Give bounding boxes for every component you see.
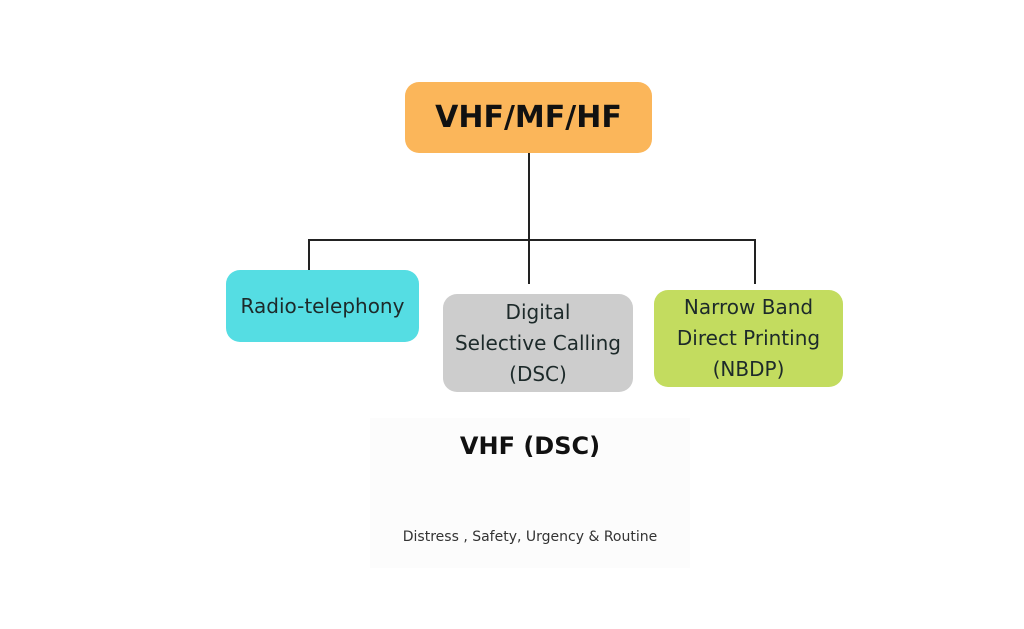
info-panel: VHF (DSC) Distress , Safety, Urgency & R… — [370, 418, 690, 568]
connector-nbdp — [754, 240, 756, 284]
root-node: VHF/MF/HF — [405, 82, 652, 153]
connector-dsc — [528, 240, 530, 284]
root-label: VHF/MF/HF — [435, 100, 622, 135]
node-label-line: Direct Printing — [676, 326, 821, 350]
node-label-line: Narrow Band — [683, 295, 814, 319]
node-nbdp: Narrow Band Direct Printing (NBDP) — [654, 290, 843, 387]
connector-root-down — [528, 153, 530, 241]
node-label: Radio-telephony — [240, 294, 405, 318]
node-dsc: Digital Selective Calling (DSC) — [443, 294, 633, 392]
connector-horizontal — [308, 239, 756, 241]
node-label-line: (DSC) — [509, 361, 567, 386]
panel-subtitle: Distress , Safety, Urgency & Routine — [402, 529, 658, 545]
node-label-line: Selective Calling — [454, 330, 621, 355]
node-radiotelephony: Radio-telephony — [226, 270, 419, 342]
panel-title: VHF (DSC) — [459, 432, 601, 460]
node-label-line: (NBDP) — [712, 357, 785, 381]
node-label-line: Digital — [505, 299, 571, 324]
connector-radiotelephony — [308, 240, 310, 270]
